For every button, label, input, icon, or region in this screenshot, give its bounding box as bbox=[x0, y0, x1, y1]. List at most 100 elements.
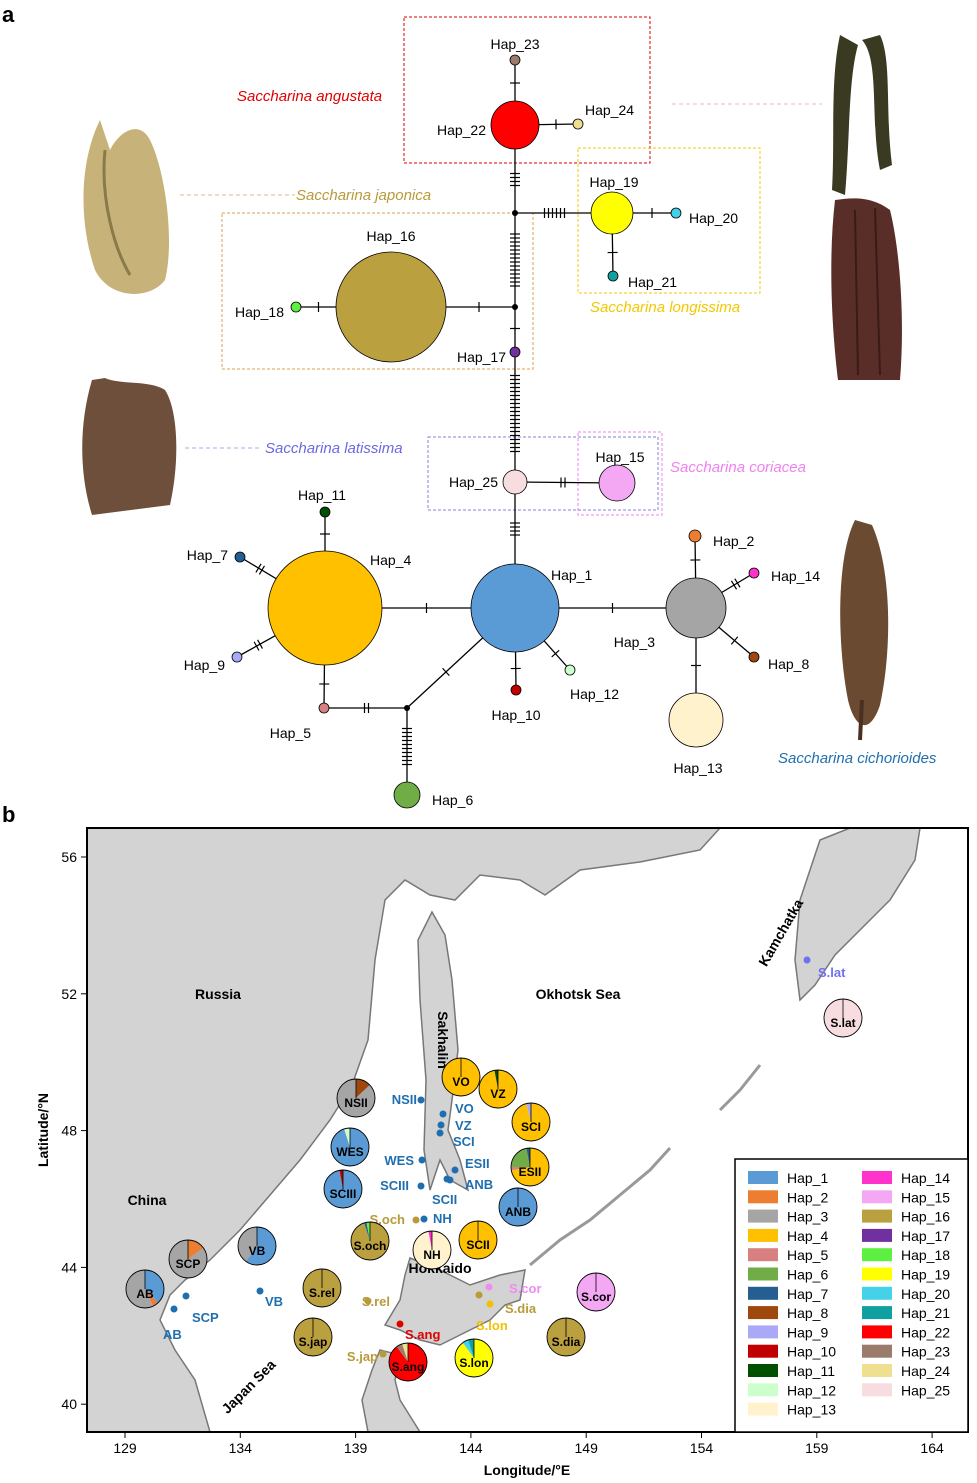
haplotype-node bbox=[393, 781, 421, 809]
site-label: NSII bbox=[392, 1092, 417, 1107]
haplotype-node bbox=[509, 54, 521, 66]
pie-outline bbox=[388, 1342, 428, 1382]
site-point bbox=[475, 1291, 483, 1299]
site-pie-s-cor: S.cor bbox=[576, 1272, 616, 1312]
haplotype-label: Hap_21 bbox=[628, 274, 677, 290]
site-point bbox=[443, 1175, 451, 1183]
pie-slice bbox=[396, 1343, 408, 1362]
pie-outline bbox=[125, 1269, 165, 1309]
site-label: ESII bbox=[465, 1156, 490, 1171]
legend-label: Hap_9 bbox=[787, 1324, 828, 1340]
haplotype-label: Hap_12 bbox=[570, 686, 619, 702]
site-point bbox=[451, 1166, 459, 1174]
haplotype-label: Hap_13 bbox=[673, 760, 722, 776]
haplotype-node bbox=[607, 270, 619, 282]
pie-outline bbox=[576, 1272, 616, 1312]
haplotype-label: Hap_4 bbox=[370, 552, 411, 568]
legend-swatch bbox=[862, 1209, 892, 1223]
legend-label: Hap_22 bbox=[901, 1324, 950, 1340]
pie-label: S.lat bbox=[830, 1016, 855, 1030]
legend-label: Hap_13 bbox=[787, 1402, 836, 1418]
pie-slice bbox=[238, 1227, 257, 1262]
legend-swatch bbox=[862, 1171, 892, 1184]
pie-outline bbox=[237, 1226, 277, 1266]
haplotype-node bbox=[290, 301, 302, 313]
pie-label: ANB bbox=[505, 1205, 531, 1219]
haplotype-label: Hap_17 bbox=[457, 349, 506, 365]
site-point bbox=[417, 1182, 425, 1190]
x-tick-label: 164 bbox=[920, 1440, 944, 1456]
legend-swatch bbox=[748, 1286, 778, 1300]
region-label: Sakhalin bbox=[435, 1011, 451, 1069]
haplotype-node bbox=[502, 469, 528, 495]
haplotype-label: Hap_19 bbox=[589, 174, 638, 190]
site-pie-s-rel: S.rel bbox=[302, 1268, 342, 1308]
panel-label-a: a bbox=[2, 2, 15, 27]
legend-swatch bbox=[748, 1364, 778, 1377]
pie-slice bbox=[526, 1148, 530, 1167]
pie-slice bbox=[339, 1170, 343, 1189]
legend-label: Hap_1 bbox=[787, 1170, 828, 1186]
site-label: ANB bbox=[465, 1177, 493, 1192]
site-pie-s-och: S.och bbox=[350, 1221, 390, 1261]
legend-swatch bbox=[862, 1344, 892, 1358]
pie-outline bbox=[823, 998, 863, 1038]
legend-swatch bbox=[862, 1286, 892, 1300]
site-label: S.cor bbox=[509, 1281, 542, 1296]
site-label: S.lon bbox=[476, 1318, 508, 1333]
pie-outline bbox=[168, 1239, 208, 1279]
land-mainland bbox=[87, 828, 722, 1432]
haplotype-node bbox=[665, 577, 727, 639]
species-box-latissima bbox=[427, 436, 659, 511]
legend-label: Hap_15 bbox=[901, 1189, 950, 1205]
pie-label: VO bbox=[452, 1075, 469, 1089]
species-label: Saccharina japonica bbox=[296, 187, 431, 204]
legend-swatch bbox=[862, 1325, 892, 1339]
haplotype-label: Hap_2 bbox=[713, 533, 754, 549]
site-label: SCP bbox=[192, 1310, 219, 1325]
haplotype-node bbox=[590, 191, 634, 235]
pie-outline bbox=[458, 1220, 498, 1260]
haplotype-label: Hap_8 bbox=[768, 656, 809, 672]
species-label: Saccharina coriacea bbox=[670, 459, 806, 476]
site-point bbox=[418, 1156, 426, 1164]
site-point bbox=[420, 1215, 428, 1223]
site-label: VZ bbox=[455, 1118, 472, 1133]
haplotype-label: Hap_15 bbox=[595, 449, 644, 465]
y-axis-label: Latitude/°N bbox=[35, 1093, 51, 1167]
site-pie-esii: ESII bbox=[510, 1147, 550, 1187]
site-point bbox=[364, 1297, 372, 1305]
legend-label: Hap_3 bbox=[787, 1209, 828, 1225]
median-vector bbox=[404, 705, 410, 711]
legend-swatch bbox=[748, 1209, 778, 1223]
y-tick-label: 40 bbox=[61, 1396, 77, 1412]
region-label: Russia bbox=[195, 986, 241, 1002]
pie-slice bbox=[145, 1289, 159, 1307]
legend-swatch bbox=[748, 1383, 778, 1397]
site-point bbox=[396, 1320, 404, 1328]
pie-slice bbox=[402, 1343, 408, 1362]
legend-label: Hap_25 bbox=[901, 1382, 950, 1398]
land-sakhalin bbox=[417, 910, 470, 1192]
x-tick-label: 159 bbox=[805, 1440, 829, 1456]
species-label: Saccharina longissima bbox=[590, 299, 740, 316]
pie-slice bbox=[366, 1222, 370, 1241]
haplotype-node bbox=[748, 567, 760, 579]
site-pie-nsii: NSII bbox=[336, 1078, 376, 1118]
legend-swatch bbox=[748, 1190, 778, 1204]
pie-outline bbox=[441, 1057, 481, 1097]
site-point bbox=[412, 1216, 420, 1224]
pie-label: S.cor bbox=[581, 1290, 611, 1304]
pie-slice bbox=[188, 1240, 204, 1259]
haplotype-label: Hap_23 bbox=[490, 36, 539, 52]
site-point bbox=[170, 1305, 178, 1313]
site-pie-s-lat: S.lat bbox=[823, 998, 863, 1038]
pie-outline bbox=[336, 1078, 376, 1118]
legend-label: Hap_2 bbox=[787, 1189, 828, 1205]
haplotype-label: Hap_18 bbox=[235, 304, 284, 320]
legend-label: Hap_7 bbox=[787, 1286, 828, 1302]
y-tick-label: 44 bbox=[61, 1259, 77, 1275]
legend-label: Hap_14 bbox=[901, 1170, 950, 1186]
legend-label: Hap_23 bbox=[901, 1344, 950, 1360]
legend-swatch bbox=[862, 1228, 892, 1242]
